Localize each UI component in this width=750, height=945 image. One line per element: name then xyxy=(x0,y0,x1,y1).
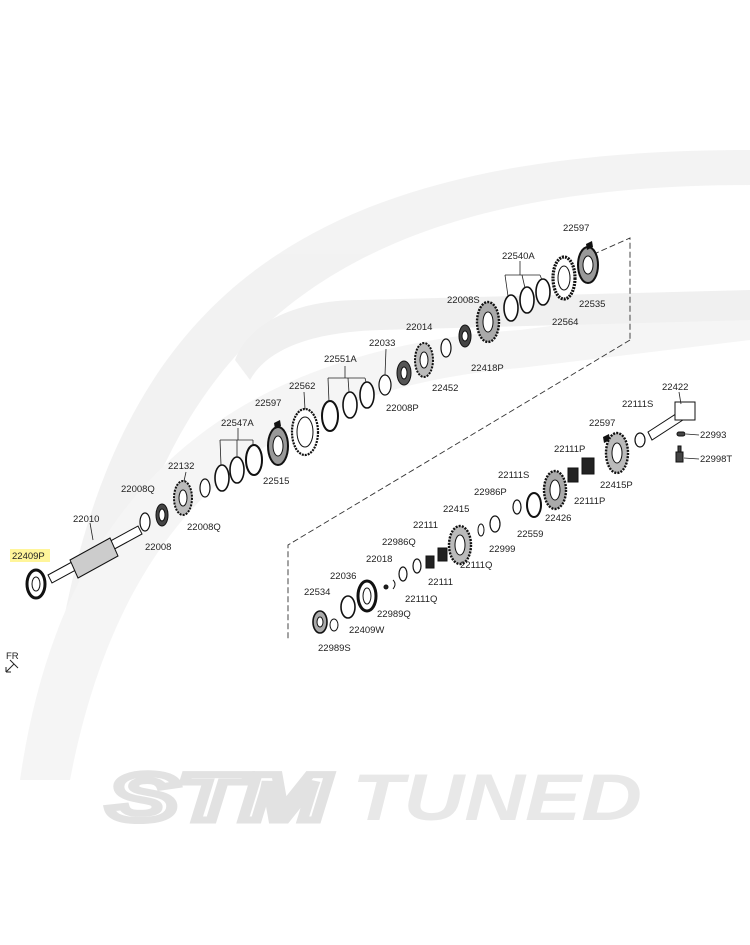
highlight-box xyxy=(10,549,50,562)
fr-arrow-icon xyxy=(5,659,19,673)
leader-lines xyxy=(89,261,700,541)
oring-22993 xyxy=(676,431,686,437)
spacer-22008q-a xyxy=(139,512,151,532)
countershaft-assembly xyxy=(312,401,696,634)
label-22415: 22415 xyxy=(443,504,469,515)
label-22132: 22132 xyxy=(168,461,194,472)
ring-22999 xyxy=(477,523,485,537)
label-22540A: 22540A xyxy=(502,251,535,262)
sync-ring-h xyxy=(519,286,535,314)
washer-22111s-b xyxy=(512,499,522,515)
group-outline xyxy=(287,237,631,640)
label-22111-b: 22111 xyxy=(428,577,453,588)
ring-22111q xyxy=(398,566,408,582)
label-22008: 22008 xyxy=(145,542,171,553)
sync-ring-f xyxy=(359,381,375,409)
label-22111P-a: 22111P xyxy=(554,444,585,455)
label-22111S-b: 22111S xyxy=(498,470,529,481)
label-22515: 22515 xyxy=(263,476,289,487)
label-22989S: 22989S xyxy=(318,643,351,654)
label-22008S: 22008S xyxy=(447,295,480,306)
label-22036: 22036 xyxy=(330,571,356,582)
sync-ring-g xyxy=(503,294,519,322)
clip-22989s xyxy=(329,618,339,632)
label-22008P: 22008P xyxy=(386,403,419,414)
label-22111Q-b: 22111Q xyxy=(405,594,437,605)
bearing-22111p-b xyxy=(567,467,579,483)
bearing-22111-a xyxy=(437,547,448,562)
label-22409W: 22409W xyxy=(349,625,384,636)
spacer-22008q-b xyxy=(199,478,211,498)
label-22551A: 22551A xyxy=(324,354,357,365)
washer-22986q xyxy=(412,558,422,574)
label-22111S-a: 22111S xyxy=(622,399,653,410)
sync-ring-d xyxy=(321,400,339,432)
label-22409P: 22409P xyxy=(12,551,45,562)
label-22010: 22010 xyxy=(73,514,99,525)
label-22426: 22426 xyxy=(545,513,571,524)
label-22535: 22535 xyxy=(579,299,605,310)
label-22989Q: 22989Q xyxy=(377,609,411,620)
collar-22033 xyxy=(378,374,392,396)
bearing-22111p-a xyxy=(581,457,595,475)
watermark-brand-tuned: TUNED xyxy=(352,760,642,834)
label-22014: 22014 xyxy=(406,322,432,333)
washer-22986p xyxy=(489,515,501,533)
label-22564: 22564 xyxy=(552,317,578,328)
watermark-brand-stm: STM xyxy=(108,760,331,834)
label-22597-a: 22597 xyxy=(563,223,589,234)
label-22422: 22422 xyxy=(662,382,688,393)
label-22111P-b: 22111P xyxy=(574,496,605,507)
label-22986P: 22986P xyxy=(474,487,507,498)
mainshaft-assembly xyxy=(25,246,599,600)
bearing-22111-b xyxy=(425,555,435,569)
main-shaft-gear xyxy=(69,537,119,579)
watermark-swoosh xyxy=(20,150,750,780)
label-22998T: 22998T xyxy=(700,454,732,465)
key-markers xyxy=(274,241,610,443)
spacer-22036 xyxy=(340,595,356,619)
label-22547A: 22547A xyxy=(221,418,254,429)
label-22008Q-a: 22008Q xyxy=(121,484,155,495)
sync-ring-a xyxy=(214,464,230,492)
label-22993: 22993 xyxy=(700,430,726,441)
label-22415P: 22415P xyxy=(600,480,633,491)
label-22562: 22562 xyxy=(289,381,315,392)
label-22559: 22559 xyxy=(517,529,543,540)
label-22418P: 22418P xyxy=(471,363,504,374)
label-22999: 22999 xyxy=(489,544,515,555)
label-22597-c: 22597 xyxy=(589,418,615,429)
ball-22018 xyxy=(383,584,389,590)
fr-label: FR xyxy=(6,651,19,662)
sync-ring-b xyxy=(229,456,245,484)
part-labels: 22597 22540A 22008S 22564 22535 22014 22… xyxy=(12,223,732,654)
label-22452: 22452 xyxy=(432,383,458,394)
label-22534: 22534 xyxy=(304,587,330,598)
label-22597-b: 22597 xyxy=(255,398,281,409)
spacer-22559 xyxy=(526,492,542,518)
label-22111-a: 22111 xyxy=(413,520,438,531)
washer-22452 xyxy=(440,338,452,358)
watermark-logo: STM TUNED xyxy=(105,757,643,838)
washer-22111s-a xyxy=(634,432,646,448)
sync-ring-e xyxy=(342,391,358,419)
label-22008Q-b: 22008Q xyxy=(187,522,221,533)
sync-ring-i xyxy=(535,278,551,306)
clip-22989q xyxy=(392,579,396,590)
bolt-22998t xyxy=(675,451,684,463)
sync-ring-c xyxy=(245,444,263,476)
direction-marker: FR xyxy=(5,651,19,673)
label-22111Q-a: 22111Q xyxy=(460,560,492,571)
label-22986Q: 22986Q xyxy=(382,537,416,548)
label-22018: 22018 xyxy=(366,554,392,565)
label-22033: 22033 xyxy=(369,338,395,349)
